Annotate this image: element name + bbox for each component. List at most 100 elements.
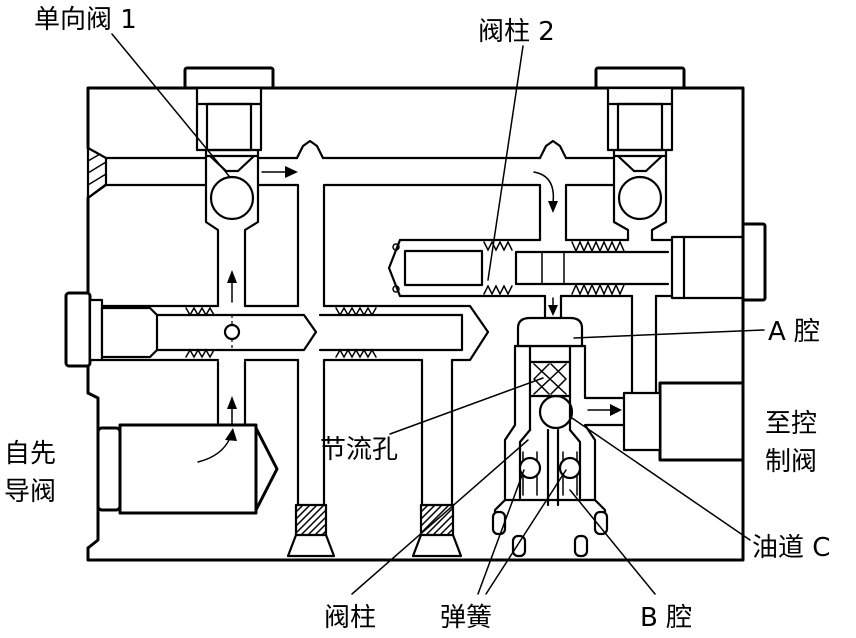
- flow-arrow-down-head: [548, 201, 558, 213]
- bottom-plug-2: [419, 503, 455, 537]
- middle-bore-end-cap: [64, 291, 92, 368]
- bottom-plug-1-taper: [286, 533, 336, 558]
- spool-housing: [493, 344, 607, 534]
- from-pilot-valve-label-line1: 自先: [4, 439, 56, 469]
- upper-cross-passage: [104, 139, 616, 308]
- check-valve-right-seat: [613, 154, 667, 173]
- spool-leader: [351, 439, 529, 595]
- spool-2-thread-1: [483, 240, 513, 296]
- spool-top-cap: [516, 316, 584, 348]
- main-spool-assembly: [491, 294, 609, 558]
- throttle-orifice-label: 节流孔: [320, 435, 398, 465]
- control-port-fitting: [658, 381, 745, 462]
- middle-bore-walls: [100, 304, 490, 362]
- check-valve-1-label: 单向阀 1: [34, 5, 137, 35]
- bottom-plug-1: [294, 503, 328, 537]
- middle-bore-cap-neck: [88, 298, 104, 362]
- control-port-fitting-neck: [622, 391, 662, 452]
- bottom-plug-1-hatching: [295, 504, 327, 536]
- check-valve-1-ball: [209, 175, 255, 221]
- spool-2-thread-2: [571, 240, 625, 296]
- spool-base-tooth-1: [491, 510, 507, 536]
- from-pilot-valve-label-line2: 导阀: [4, 477, 56, 507]
- oil-passage-c-label: 油道 C: [752, 533, 830, 563]
- chamber-b-leader: [569, 489, 656, 595]
- check-valve-1-leader: [111, 33, 230, 177]
- spool-2-bore-corner-bottom: [392, 285, 400, 293]
- spool-2-stem-lines: [541, 251, 565, 285]
- to-control-valve-label-line2: 制阀: [765, 447, 817, 477]
- check-valve-right-plug-inner: [616, 102, 664, 152]
- spool-stem: [543, 294, 563, 320]
- lower-spring-right: [558, 456, 582, 480]
- flow-arrow-stem-head: [548, 305, 558, 316]
- spool-2-leader: [487, 45, 524, 281]
- lower-passage-1: [296, 358, 326, 507]
- check-valve-right-cap: [594, 66, 686, 90]
- check-valve-1-cap: [183, 66, 275, 90]
- left-passage-plug-hatching: [87, 153, 107, 197]
- oil-passage-c-leader: [571, 417, 751, 541]
- labels: 单向阀 1 阀柱 2 A 腔 至控 制阀 自先 导阀 节流孔 油道 C 阀柱 弹…: [4, 5, 830, 633]
- lower-passages: [286, 358, 463, 558]
- spool-2-end-cap: [741, 222, 767, 302]
- right-vertical-passage: [630, 294, 658, 395]
- middle-spool: [155, 313, 464, 352]
- spring-leader-1: [477, 469, 525, 595]
- spool-2-end-plug: [670, 235, 745, 300]
- throttle-ball: [538, 394, 574, 430]
- chamber-b-label: B 腔: [640, 603, 692, 633]
- drill-point-1: [295, 139, 325, 160]
- spool-2-right-land: [514, 250, 670, 286]
- leader-lines: [111, 33, 765, 595]
- check-valve-right-ball: [617, 175, 663, 221]
- spool-inner-bore: [528, 344, 572, 432]
- drill-point-2: [538, 139, 568, 160]
- spool-upper-spring: [533, 363, 567, 395]
- flow-arrow-up-1-head: [227, 270, 237, 283]
- outlet-passage: [584, 396, 626, 427]
- lower-passage-2: [420, 358, 454, 507]
- lower-spring-left: [518, 456, 542, 480]
- spool-label: 阀柱: [324, 603, 376, 633]
- middle-bore-plug: [100, 306, 159, 359]
- flow-arrow-up-2-head: [227, 396, 237, 409]
- check-valve-1-plug-inner: [205, 102, 253, 152]
- middle-spool-bore: [64, 291, 490, 368]
- check-valve-right: [594, 66, 686, 242]
- spool-2-bore: [387, 222, 767, 302]
- bottom-plug-2-hatching: [420, 504, 454, 536]
- upper-passage-bottom-wall: [104, 183, 616, 308]
- chamber-a-leader: [573, 329, 765, 339]
- flow-arrow-right-head: [285, 166, 298, 178]
- spool-2-bore-walls: [387, 238, 674, 298]
- spool-2-left-land: [403, 249, 484, 287]
- pilot-port-cone: [254, 426, 279, 512]
- middle-bore-thread-1: [185, 306, 215, 359]
- spool-2-bore-corner-top: [392, 243, 400, 251]
- check-valve-1: [183, 66, 275, 430]
- flow-arrow-down-curve: [533, 171, 555, 204]
- spool-2-label: 阀柱 2: [478, 17, 555, 47]
- check-valve-right-housing: [612, 148, 668, 242]
- orifice-circle: [223, 323, 241, 341]
- check-valve-1-lower-passage: [216, 360, 247, 430]
- spool-lower-body: [503, 428, 597, 507]
- flow-arrow-out-head: [610, 404, 622, 416]
- spring-label: 弹簧: [440, 603, 492, 633]
- pilot-flow-arrow-curve: [197, 437, 231, 463]
- pilot-flow-arrow-head: [225, 428, 237, 441]
- pilot-port: [96, 423, 279, 515]
- spool-base-tooth-3: [511, 534, 527, 558]
- control-valve-port: [584, 294, 745, 462]
- spring-leader-2: [485, 469, 567, 595]
- throttle-orifice-leader: [389, 377, 544, 435]
- spool-base-tooth-4: [573, 534, 589, 558]
- to-control-valve-label-line1: 至控: [765, 409, 817, 439]
- check-valve-1-housing: [204, 148, 260, 308]
- spool-base-tooth-2: [593, 510, 609, 536]
- pilot-port-flange: [96, 426, 122, 512]
- middle-bore-thread-2: [335, 306, 377, 359]
- chamber-a-label: A 腔: [768, 317, 820, 347]
